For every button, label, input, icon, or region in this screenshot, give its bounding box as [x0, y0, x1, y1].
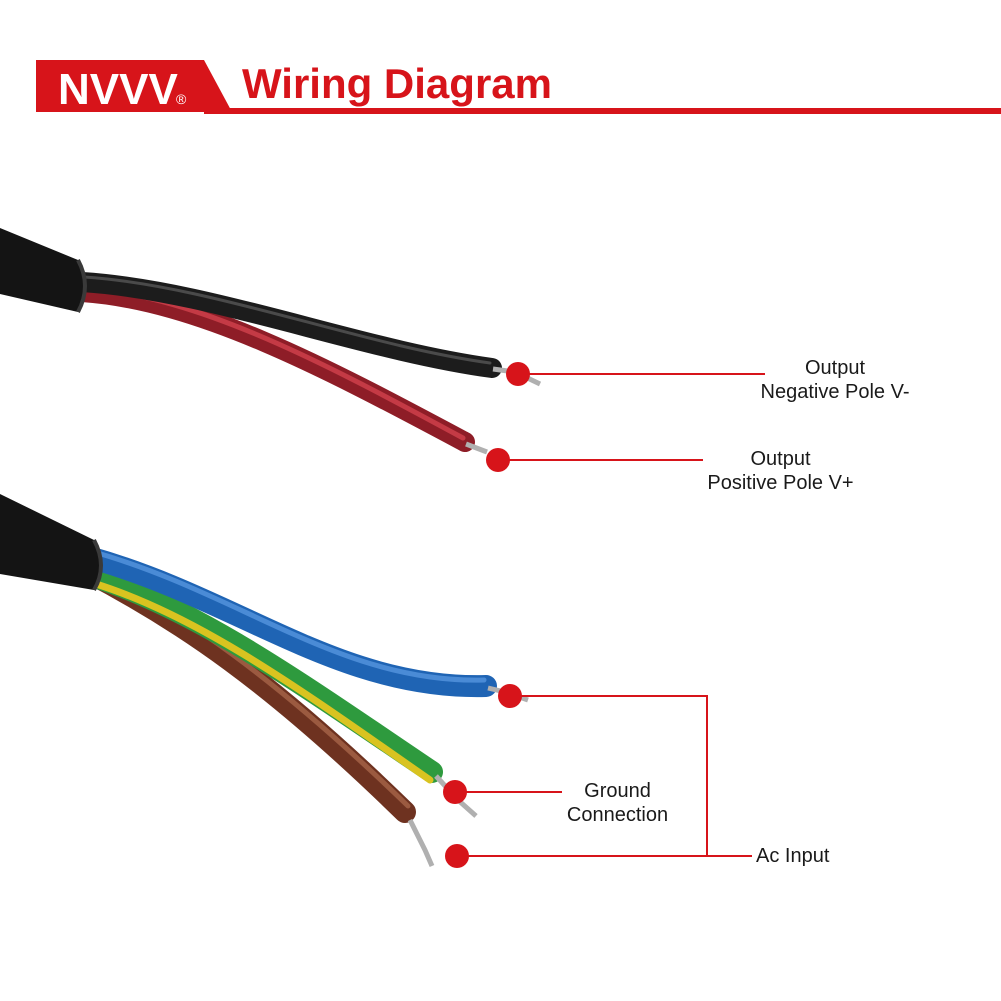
callout-dots — [443, 362, 530, 868]
wire-red-strands — [465, 441, 488, 455]
label-output-positive-line2: Positive Pole V+ — [707, 472, 854, 494]
page-title: Wiring Diagram — [242, 60, 552, 107]
label-ground-line2: Connection — [566, 804, 669, 826]
dc-cable — [0, 228, 542, 455]
label-output-negative: Output Negative Pole V- — [745, 356, 925, 404]
label-ground-line1: Ground — [584, 780, 651, 802]
label-output-positive: Output Positive Pole V+ — [698, 447, 863, 495]
brand-name: NVVV — [58, 65, 178, 114]
wire-blue — [81, 547, 497, 698]
label-output-positive-line1: Output — [750, 448, 811, 470]
cable-jacket-dc-edge — [76, 259, 87, 313]
label-output-negative-line1: Output — [804, 357, 866, 379]
wire-black-highlight — [82, 275, 492, 365]
cable-jacket-ac — [0, 494, 101, 590]
callout-dot-positive — [486, 448, 510, 472]
header-banner: NVVV ® Wiring Diagram — [36, 60, 1001, 114]
wire-green-yellow — [81, 565, 443, 783]
callout-line-ac-input — [510, 695, 752, 857]
ac-cable — [0, 494, 529, 868]
cable-jacket-dc — [0, 228, 85, 312]
title-underline — [204, 108, 1001, 114]
callout-dot-negative — [506, 362, 530, 386]
wire-yellow-stripe — [92, 580, 434, 784]
wire-blue-highlight — [91, 549, 487, 683]
callouts — [455, 373, 765, 857]
wire-brown-strands — [407, 818, 435, 868]
cable-jacket-ac-edge — [92, 539, 103, 592]
label-ground-connection: Ground Connection — [555, 779, 680, 827]
label-ac-input-line1: Ac Input — [756, 845, 830, 867]
callout-dot-ground — [443, 780, 467, 804]
wire-red — [72, 282, 475, 452]
wire-black — [72, 272, 502, 378]
label-output-negative-line2: Negative Pole V- — [760, 381, 910, 403]
callout-dot-brown — [445, 844, 469, 868]
brand-banner — [36, 60, 232, 112]
label-ac-input: Ac Input — [756, 844, 846, 868]
brand-registered-mark: ® — [176, 91, 187, 107]
callout-dot-blue — [498, 684, 522, 708]
